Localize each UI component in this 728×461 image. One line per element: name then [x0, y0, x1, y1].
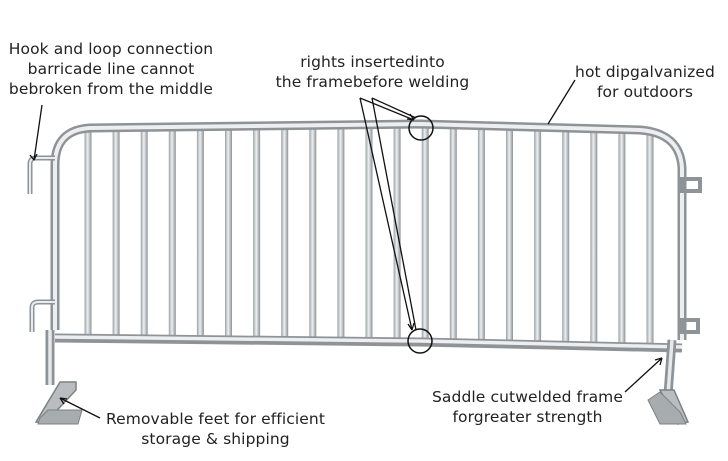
frame: [45, 119, 687, 396]
vertical-bar: [196, 125, 204, 341]
vertical-bar: [365, 125, 373, 343]
vertical-bar: [506, 126, 513, 346]
rights-pointer-to-bottom-b: [371, 97, 417, 331]
hook-pointer: [33, 104, 43, 161]
vertical-bar: [562, 127, 570, 347]
vertical-bar: [281, 125, 289, 342]
rights-pointer-right: [371, 97, 417, 119]
vertical-bar: [337, 125, 345, 343]
label-saddle-cut: Saddle cutwelded frame forgreater streng…: [431, 388, 624, 426]
label-hook-and-loop: Hook and loop connection barricade line …: [8, 40, 214, 98]
rights-pointer-left: [359, 97, 415, 121]
vertical-bar: [393, 125, 401, 344]
vertical-bar: [646, 129, 654, 348]
rights-pointer-to-bottom-a: [359, 97, 413, 331]
vertical-bar: [112, 127, 120, 339]
vertical-bars: [84, 125, 654, 348]
weld-circle-bottom: [407, 328, 433, 354]
left-hooks: [27, 155, 55, 332]
removable-pointer: [59, 397, 101, 419]
pointer-lines: [29, 79, 663, 419]
weld-circle-top: [408, 115, 434, 141]
hotdip-pointer: [547, 79, 576, 125]
right-loops: [680, 177, 702, 334]
label-removable-feet: Removable feet for efficient storage & s…: [105, 410, 326, 448]
vertical-bar: [534, 126, 542, 346]
saddle-pointer: [624, 357, 663, 393]
vertical-bar: [309, 125, 317, 343]
vertical-bar: [618, 128, 626, 347]
vertical-bar: [477, 126, 485, 345]
vertical-bar: [253, 125, 261, 342]
label-rights-inserted: rights insertedinto the framebefore weld…: [275, 53, 470, 91]
vertical-bar: [140, 126, 148, 340]
feet: [34, 381, 690, 425]
vertical-bar: [590, 128, 598, 347]
vertical-bar: [168, 126, 176, 340]
vertical-bar: [84, 127, 92, 339]
label-hot-dip: hot dipgalvanized for outdoors: [575, 63, 715, 101]
vertical-bar: [225, 125, 232, 341]
vertical-bar: [449, 125, 457, 345]
vertical-bar: [421, 125, 429, 344]
